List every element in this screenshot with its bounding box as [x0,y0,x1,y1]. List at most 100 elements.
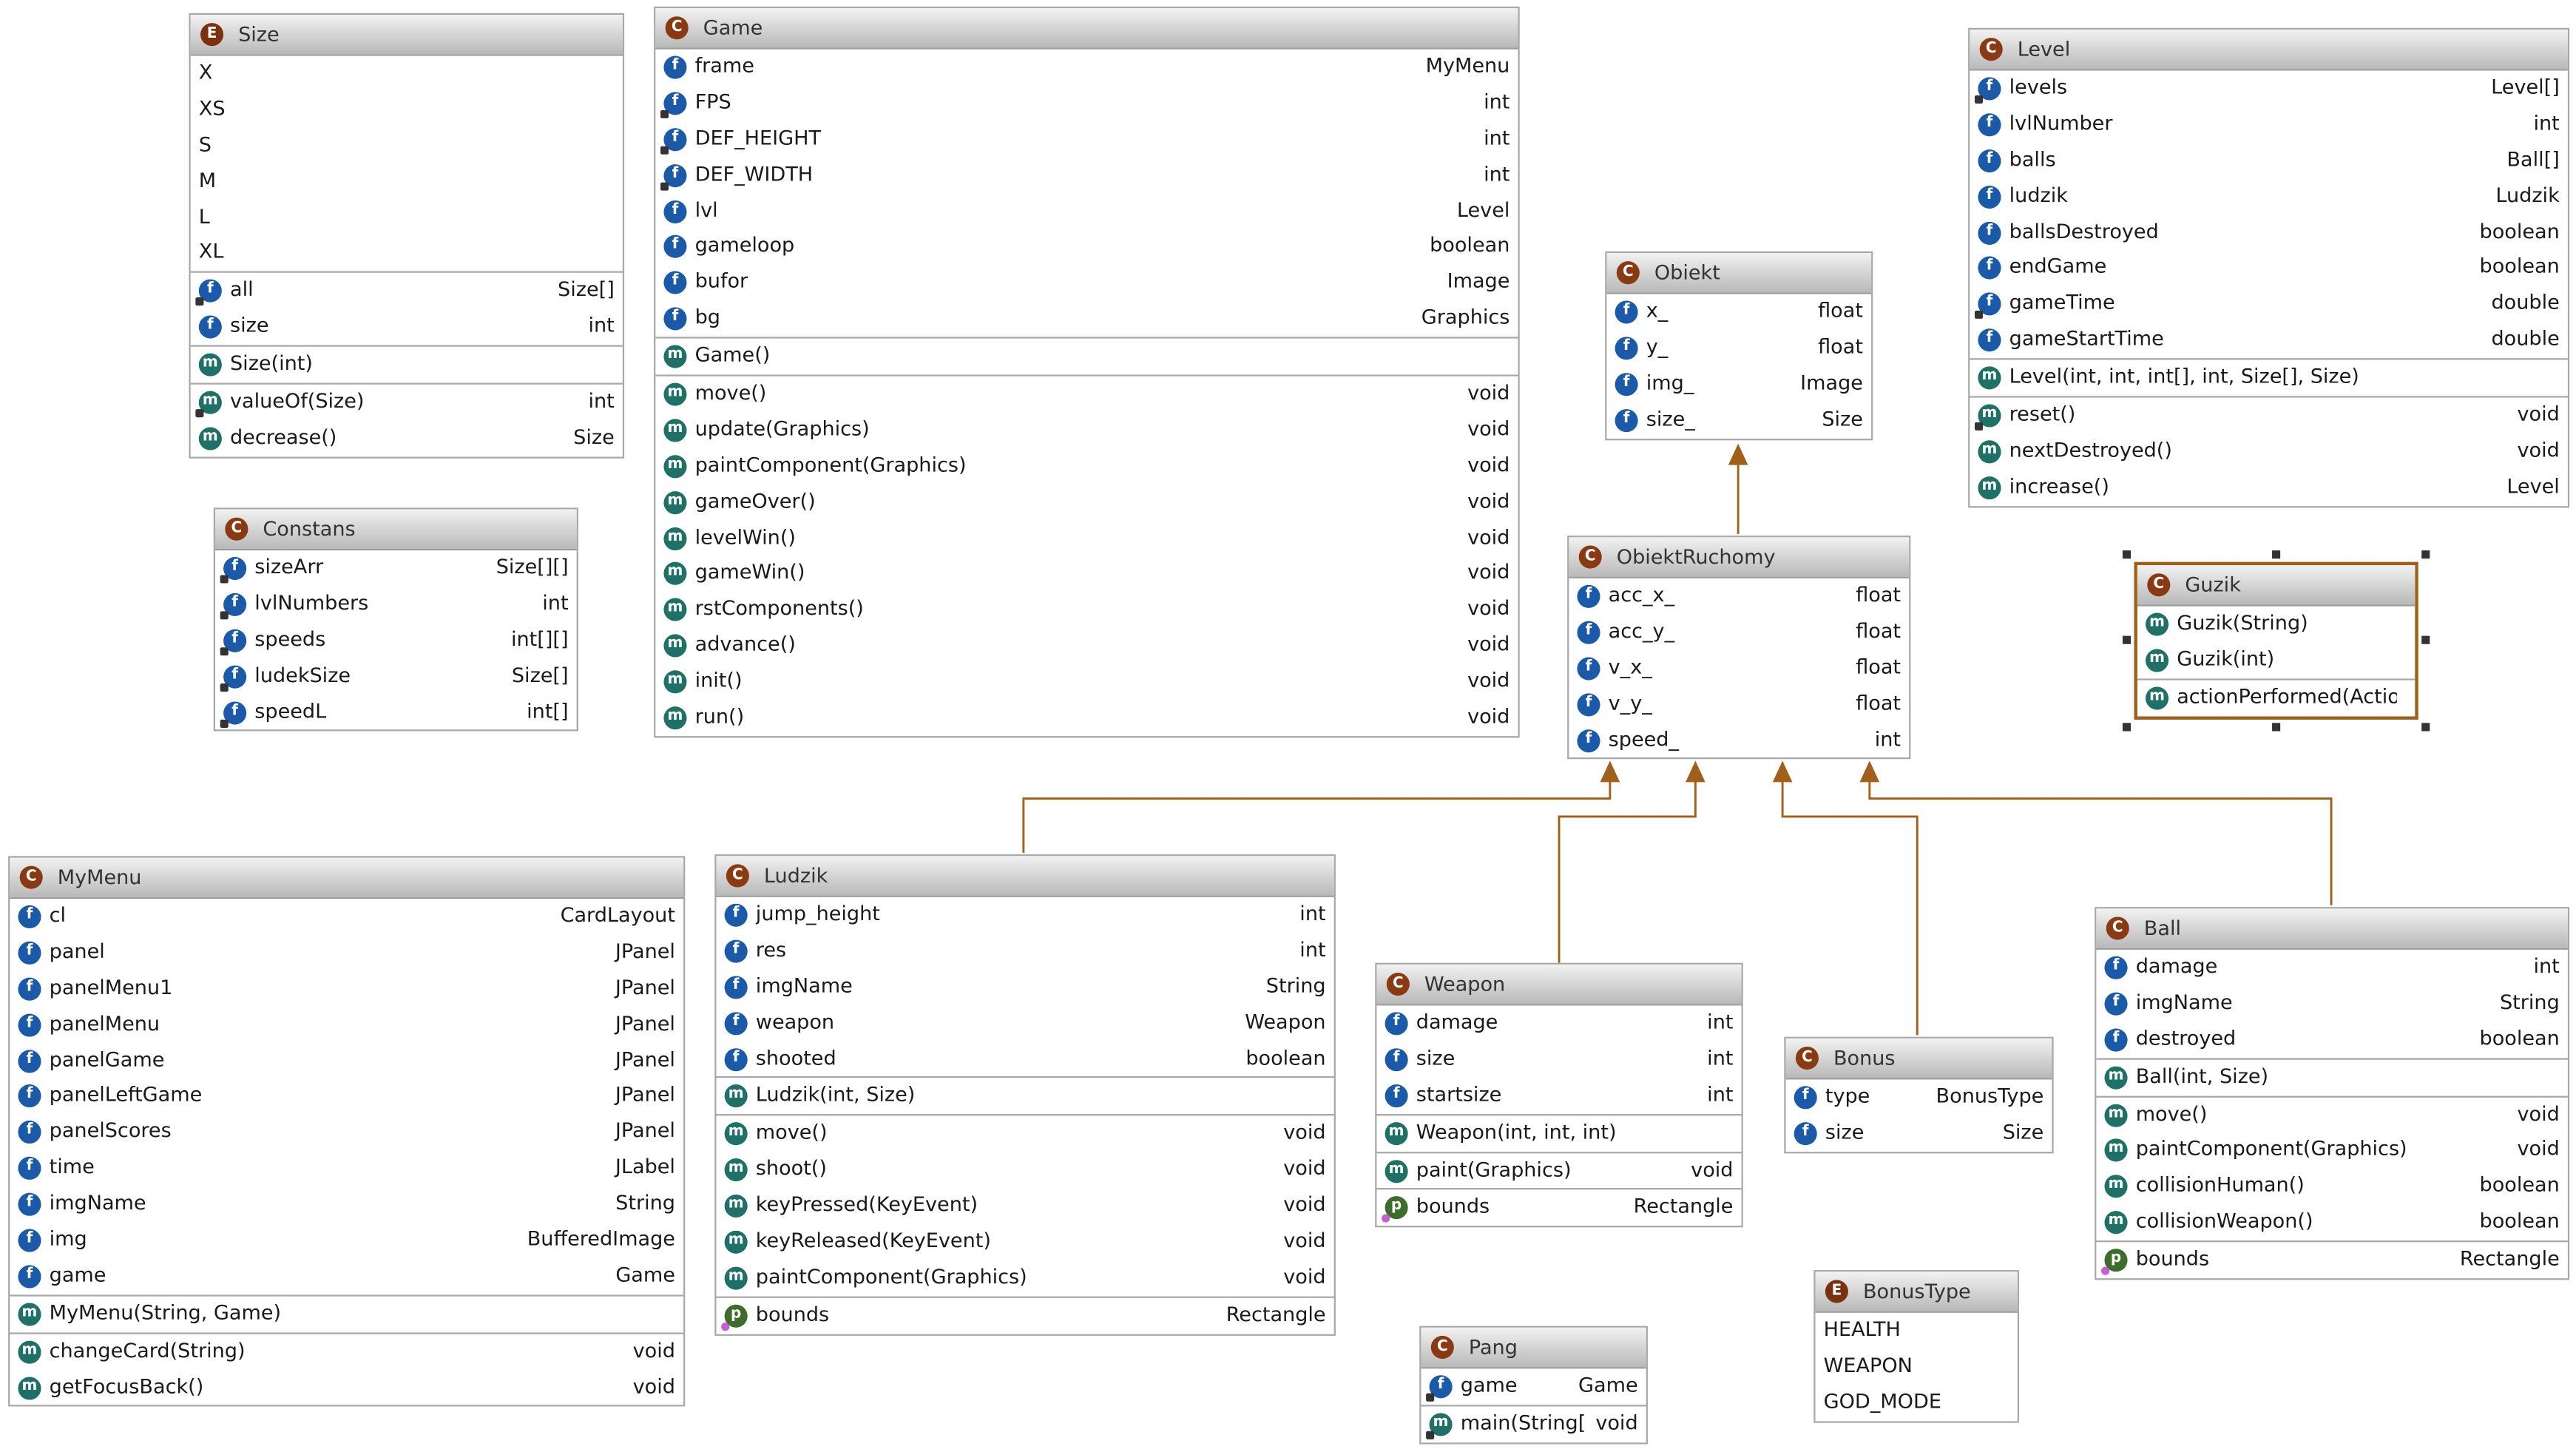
enum-constant[interactable]: GOD_MODE [1816,1385,2018,1421]
enum-constant[interactable]: M [191,163,623,200]
enum-constant[interactable]: XS [191,92,623,128]
enum-constant[interactable]: HEALTH [1816,1313,2018,1349]
selection-handle[interactable] [2122,550,2132,559]
enum-constant[interactable]: S [191,128,623,164]
selection-handle[interactable] [2421,635,2430,644]
enum-constant[interactable]: WEAPON [1816,1348,2018,1385]
enum-constant[interactable]: L [191,200,623,236]
enum-constant[interactable]: X [191,56,623,92]
selection-handle[interactable] [2421,723,2430,732]
selection-handle[interactable] [2272,723,2281,732]
